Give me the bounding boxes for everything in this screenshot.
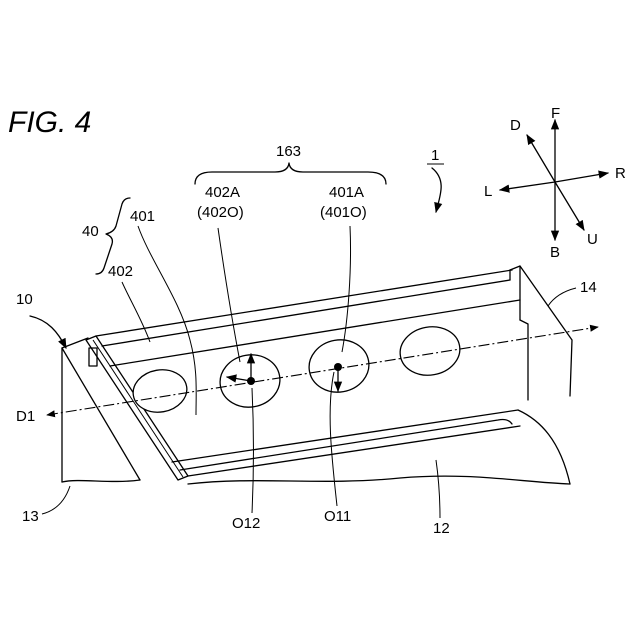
label-13: 13 [22,508,39,525]
wall-401-lower-lip [180,420,512,471]
compass-F: F [551,105,560,122]
label-14: 14 [580,279,597,296]
right-block-inner-wall [520,320,528,400]
label-12: 12 [433,520,450,537]
left-block-slope-edge [62,348,140,480]
label-402: 402 [108,263,133,280]
left-arrow [500,182,555,190]
hole-1 [130,366,190,417]
right-arrow [555,173,608,182]
wall-401-bottom-edge [172,410,518,462]
brace-163: 163 [195,143,386,184]
base-12-break-line [188,476,570,484]
device-leader-arrow [432,168,441,212]
label-163: 163 [276,143,301,160]
right-block-floor-curve [518,410,570,484]
back-top-rail-edge [96,270,512,336]
compass-B: B [550,244,560,261]
axis-D1: D1 [16,327,598,425]
label-401: 401 [130,208,155,225]
leader-402A [218,228,240,362]
compass-R: R [615,165,626,182]
leader-12 [436,460,440,518]
label-1: 1 [431,147,439,164]
leader-14 [548,288,576,306]
figure-title: FIG. 4 [8,106,91,139]
right-block-outer [510,266,572,396]
reference-10: 10 [16,291,66,348]
label-401A: 401A [329,184,364,201]
label-10: 10 [16,291,33,308]
leader-402 [122,282,150,342]
base-12-top-edge [188,426,520,476]
label-40: 40 [82,223,99,240]
label-D1: D1 [16,408,35,425]
left-block-break-line [62,480,140,482]
label-402O: (402O) [197,204,244,221]
compass-U: U [587,231,598,248]
compass-L: L [484,183,492,200]
direction-compass: F B L R D U [484,105,626,261]
up-arrow [555,182,584,230]
down-arrow [527,135,555,182]
device-reference: 1 [427,147,444,212]
leader-10-arrow [30,316,66,348]
label-O12: O12 [232,515,260,532]
leader-401A [342,226,351,352]
brace-163-curve [195,163,386,184]
compass-D: D [510,117,521,134]
label-401O: (401O) [320,204,367,221]
hole-4 [396,322,463,380]
label-O11: O11 [324,508,351,525]
left-block-top-edge [62,338,88,348]
label-402A: 402A [205,184,240,201]
leader-13 [42,486,70,514]
